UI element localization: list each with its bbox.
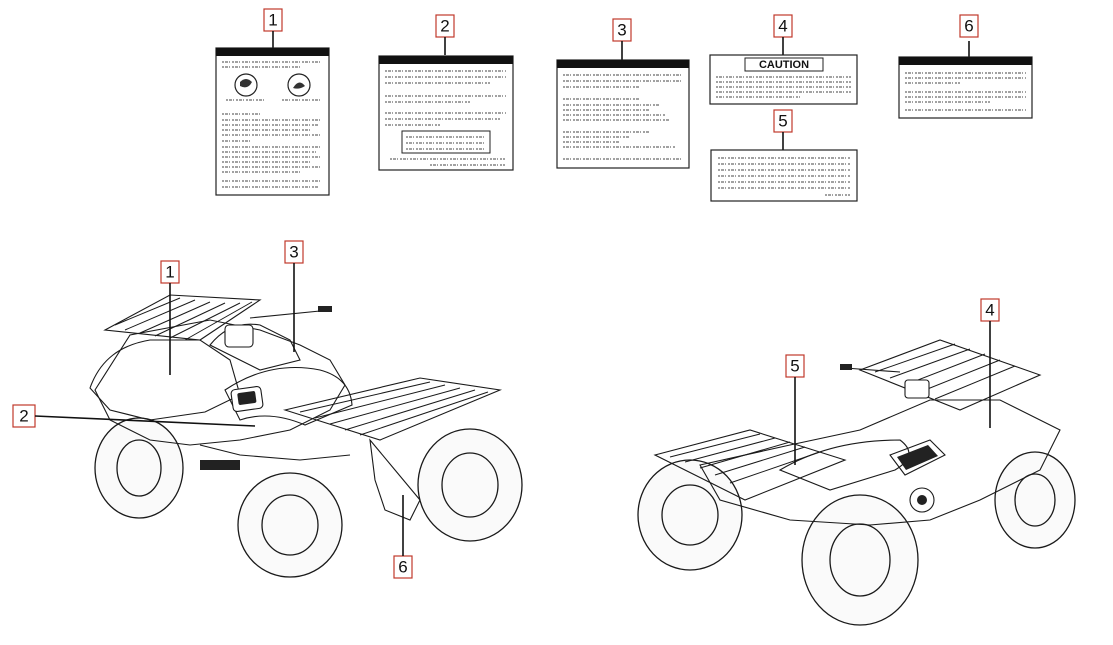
callout-3-left-atv-number: 3 <box>289 243 298 262</box>
warning-label-5-image <box>710 149 858 202</box>
callout-5-right-atv-number: 5 <box>790 357 799 376</box>
callout-3-left-atv: 3 <box>284 240 304 352</box>
callout-5-top-number: 5 <box>778 112 787 131</box>
callout-4-top: 4 <box>773 14 793 55</box>
warning-label-6-image <box>898 56 1033 119</box>
callout-1-left-atv-number: 1 <box>165 263 174 282</box>
label-callouts-top: 1 2 3 4 5 6 <box>263 8 979 150</box>
warning-label-1-image <box>215 47 330 196</box>
callout-6-top-number: 6 <box>964 17 973 36</box>
callout-2-left-atv-number: 2 <box>19 407 28 426</box>
callout-6-left-atv-number: 6 <box>398 558 407 577</box>
callout-2-top: 2 <box>435 14 455 55</box>
callout-6-top: 6 <box>959 14 979 57</box>
callout-4-top-number: 4 <box>778 17 787 36</box>
callout-2-top-number: 2 <box>440 17 449 36</box>
warning-label-3-image <box>556 59 690 169</box>
callout-6-left-atv: 6 <box>393 495 413 579</box>
callout-5-top: 5 <box>773 109 793 150</box>
callout-4-right-atv: 4 <box>980 298 1000 428</box>
caution-label-4-image: CAUTION <box>709 54 858 105</box>
callout-1-left-atv: 1 <box>160 260 180 375</box>
callout-3-top: 3 <box>612 18 632 60</box>
atv-left-view <box>89 294 523 578</box>
callout-1-top-number: 1 <box>268 11 277 30</box>
callout-4-right-atv-number: 4 <box>985 301 994 320</box>
atv-right-view <box>637 339 1076 626</box>
caution-heading: CAUTION <box>759 59 809 71</box>
callout-2-left-atv: 2 <box>12 404 256 428</box>
callout-5-right-atv: 5 <box>785 354 805 465</box>
left-atv-callouts: 1 3 2 6 <box>12 240 413 579</box>
right-atv-callouts: 4 5 <box>785 298 1000 465</box>
warning-label-2-image <box>378 55 514 171</box>
callout-3-top-number: 3 <box>617 21 626 40</box>
callout-1-top: 1 <box>263 8 283 48</box>
